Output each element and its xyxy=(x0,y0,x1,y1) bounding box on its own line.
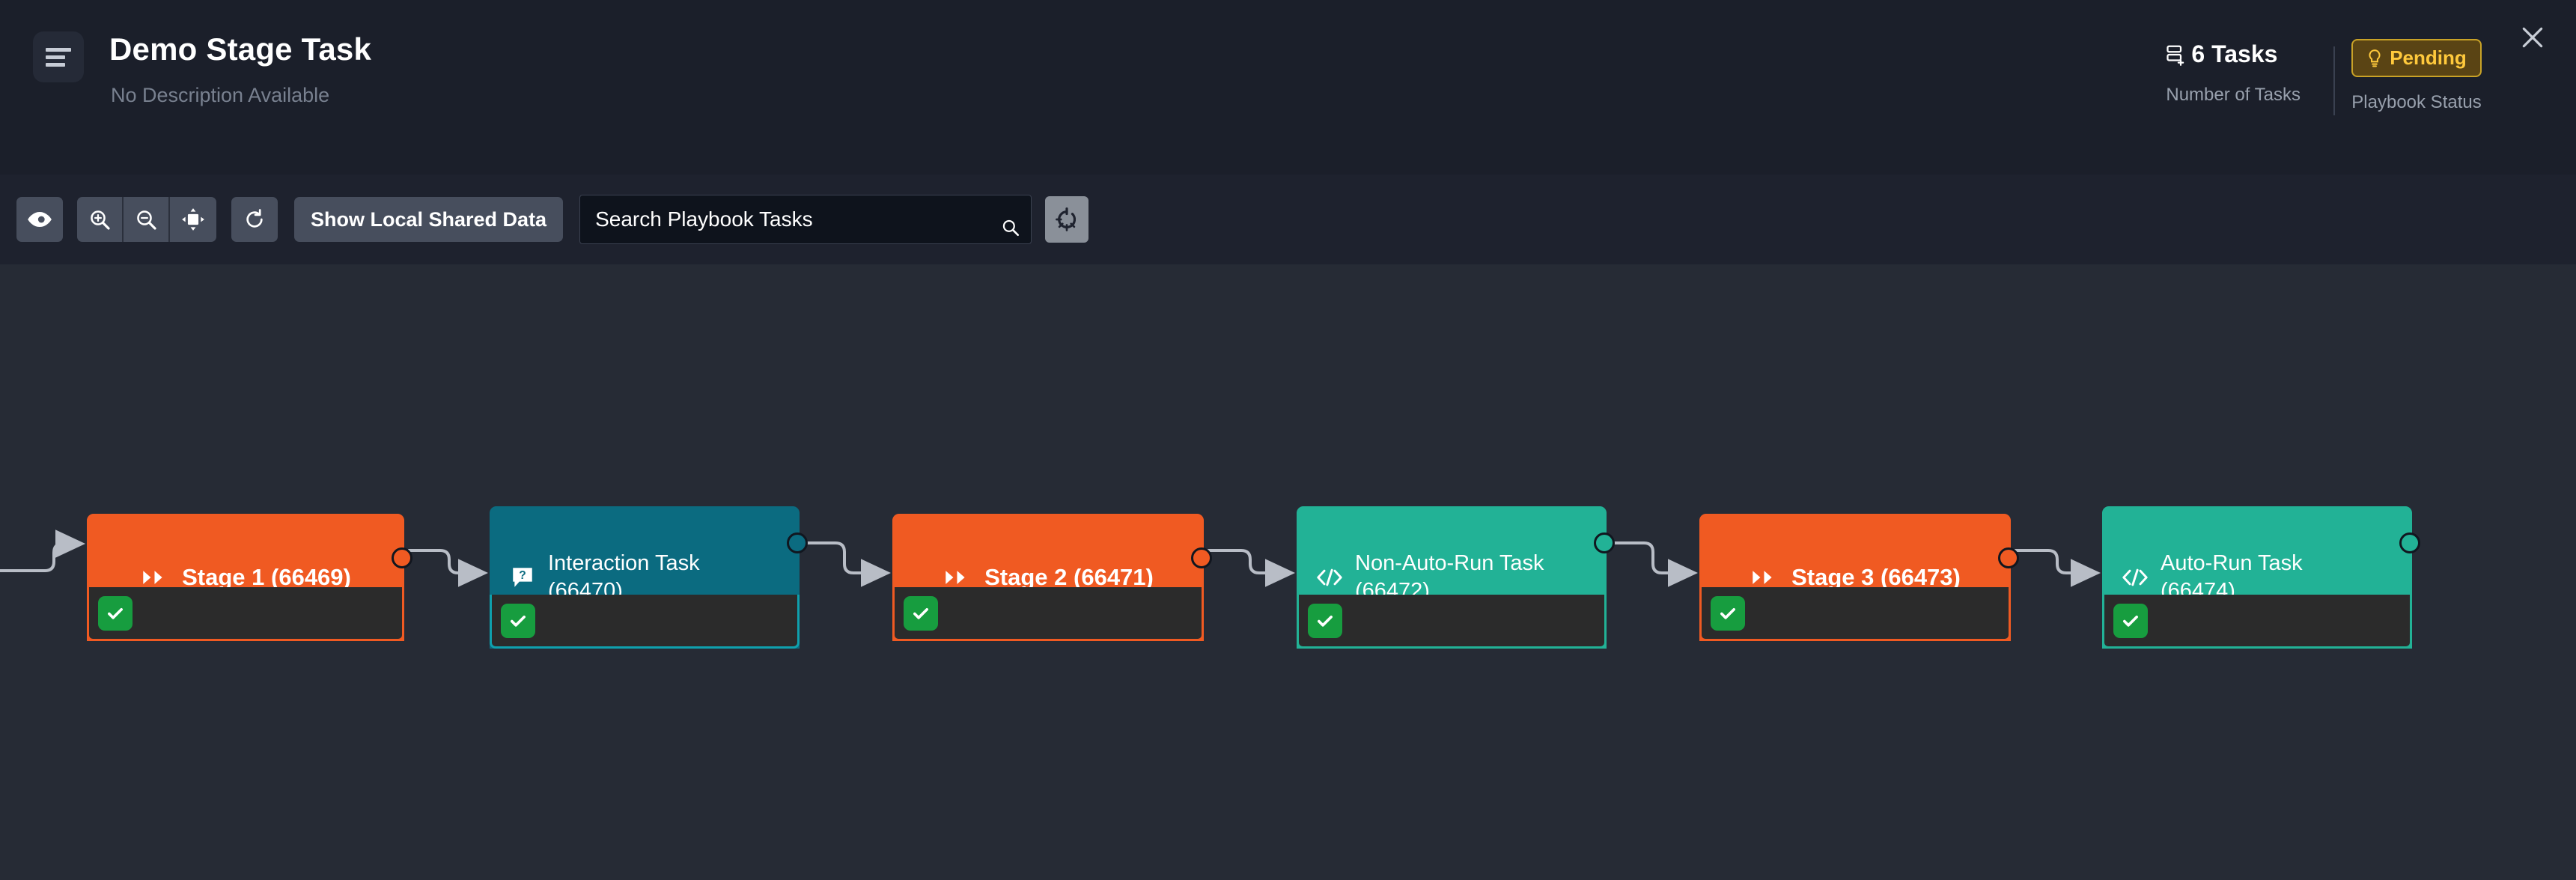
node-title: Auto-Run Task (66474) xyxy=(2161,550,2303,604)
refresh-button[interactable] xyxy=(231,197,278,242)
node-source-handle[interactable] xyxy=(2399,532,2420,553)
status-badge[interactable]: Pending xyxy=(2351,39,2482,77)
node-title: Stage 1 (66469) xyxy=(182,564,351,590)
loading-spinner-icon xyxy=(1056,207,1077,231)
code-icon xyxy=(2119,567,2152,588)
node-body xyxy=(1699,587,2011,641)
zoom-out-icon xyxy=(137,210,156,230)
page-subtitle: No Description Available xyxy=(111,84,330,106)
playbook-status-group: Pending Playbook Status xyxy=(2339,39,2494,113)
node-body xyxy=(490,595,800,649)
edge-66470-66471 xyxy=(803,541,891,587)
page-title: Demo Stage Task xyxy=(109,31,372,67)
double-chevron-icon xyxy=(943,568,975,586)
status-badge-label: Pending xyxy=(2390,46,2467,69)
search-input[interactable] xyxy=(580,195,1032,243)
question-bubble-icon: ? xyxy=(506,565,539,590)
task-list-add-icon xyxy=(2167,45,2184,66)
node-source-handle[interactable] xyxy=(1998,547,2019,568)
playbook-status-label: Playbook Status xyxy=(2351,92,2482,112)
tasks-stat: 6 Tasks Number of Tasks xyxy=(2166,40,2301,106)
node-title: Stage 2 (66471) xyxy=(984,564,1154,590)
node-source-handle[interactable] xyxy=(392,547,412,568)
graph-node-stage-66471[interactable]: Stage 2 (66471) xyxy=(892,514,1212,641)
svg-text:?: ? xyxy=(519,569,526,582)
node-title-line1: Non-Auto-Run Task xyxy=(1355,551,1544,576)
node-title-line1: Interaction Task xyxy=(548,551,700,576)
zoom-out-button[interactable] xyxy=(124,197,170,242)
node-source-handle[interactable] xyxy=(787,532,808,553)
edge-66473-66474 xyxy=(2015,549,2101,587)
zoom-button-group xyxy=(77,197,216,242)
node-body xyxy=(2102,595,2412,649)
check-icon xyxy=(501,603,535,638)
graph-node-stage-66469[interactable]: Stage 1 (66469) xyxy=(87,514,412,641)
node-body xyxy=(1297,595,1607,649)
check-icon xyxy=(904,595,938,631)
graph-edges xyxy=(0,529,2101,587)
edge-66471-66472 xyxy=(1208,549,1295,587)
header-divider xyxy=(2333,46,2335,115)
node-source-handle[interactable] xyxy=(1594,532,1615,553)
double-chevron-icon xyxy=(1750,568,1782,586)
graph-toolbar: Show Local Shared Data xyxy=(0,175,2576,264)
node-title-line1: Auto-Run Task xyxy=(2161,551,2303,576)
node-source-handle[interactable] xyxy=(1191,547,1212,568)
double-chevron-icon xyxy=(140,568,173,586)
edge-incoming xyxy=(0,529,85,572)
node-body xyxy=(892,587,1204,641)
node-title: Stage 3 (66473) xyxy=(1791,564,1961,590)
graph-node-stage-66473[interactable]: Stage 3 (66473) xyxy=(1699,514,2019,641)
show-local-shared-data-button[interactable]: Show Local Shared Data xyxy=(294,197,564,242)
fit-view-button[interactable] xyxy=(170,197,216,242)
check-icon xyxy=(2113,603,2148,638)
description-lines-icon-button[interactable] xyxy=(33,31,84,82)
graph-node-task-66472[interactable]: Non-Auto-Run Task (66472) xyxy=(1297,506,1615,649)
check-icon xyxy=(1711,595,1745,631)
close-button[interactable] xyxy=(2512,16,2554,58)
node-body xyxy=(87,587,404,641)
loading-spinner-button[interactable] xyxy=(1045,196,1089,243)
zoom-in-icon xyxy=(91,210,110,230)
search-icon xyxy=(1002,219,1020,237)
search-field[interactable] xyxy=(579,195,1032,244)
toggle-visibility-button[interactable] xyxy=(16,197,63,242)
graph-node-task-66474[interactable]: Auto-Run Task (66474) xyxy=(2102,506,2420,649)
tasks-count-row: 6 Tasks xyxy=(2166,40,2301,68)
tasks-count-label: Number of Tasks xyxy=(2166,85,2301,105)
check-icon xyxy=(98,595,133,631)
fit-view-icon xyxy=(182,208,204,231)
edge-66469-66470 xyxy=(408,549,488,587)
edge-66472-66473 xyxy=(1610,541,1698,587)
refresh-icon xyxy=(246,209,263,228)
bulb-icon xyxy=(2369,49,2381,67)
eye-icon xyxy=(28,211,52,228)
playbook-graph-canvas[interactable]: Stage 1 (66469) ? Interaction Task (6647… xyxy=(0,264,2576,880)
check-icon xyxy=(1308,603,1342,638)
graph-node-interaction-66470[interactable]: ? Interaction Task (66470) xyxy=(490,506,808,649)
close-icon xyxy=(2522,27,2543,48)
zoom-in-button[interactable] xyxy=(77,197,124,242)
description-lines-icon xyxy=(46,47,71,67)
tasks-count-value: 6 Tasks xyxy=(2191,40,2278,67)
code-icon xyxy=(1313,567,1346,588)
page-header: Demo Stage Task No Description Available… xyxy=(0,0,2576,175)
